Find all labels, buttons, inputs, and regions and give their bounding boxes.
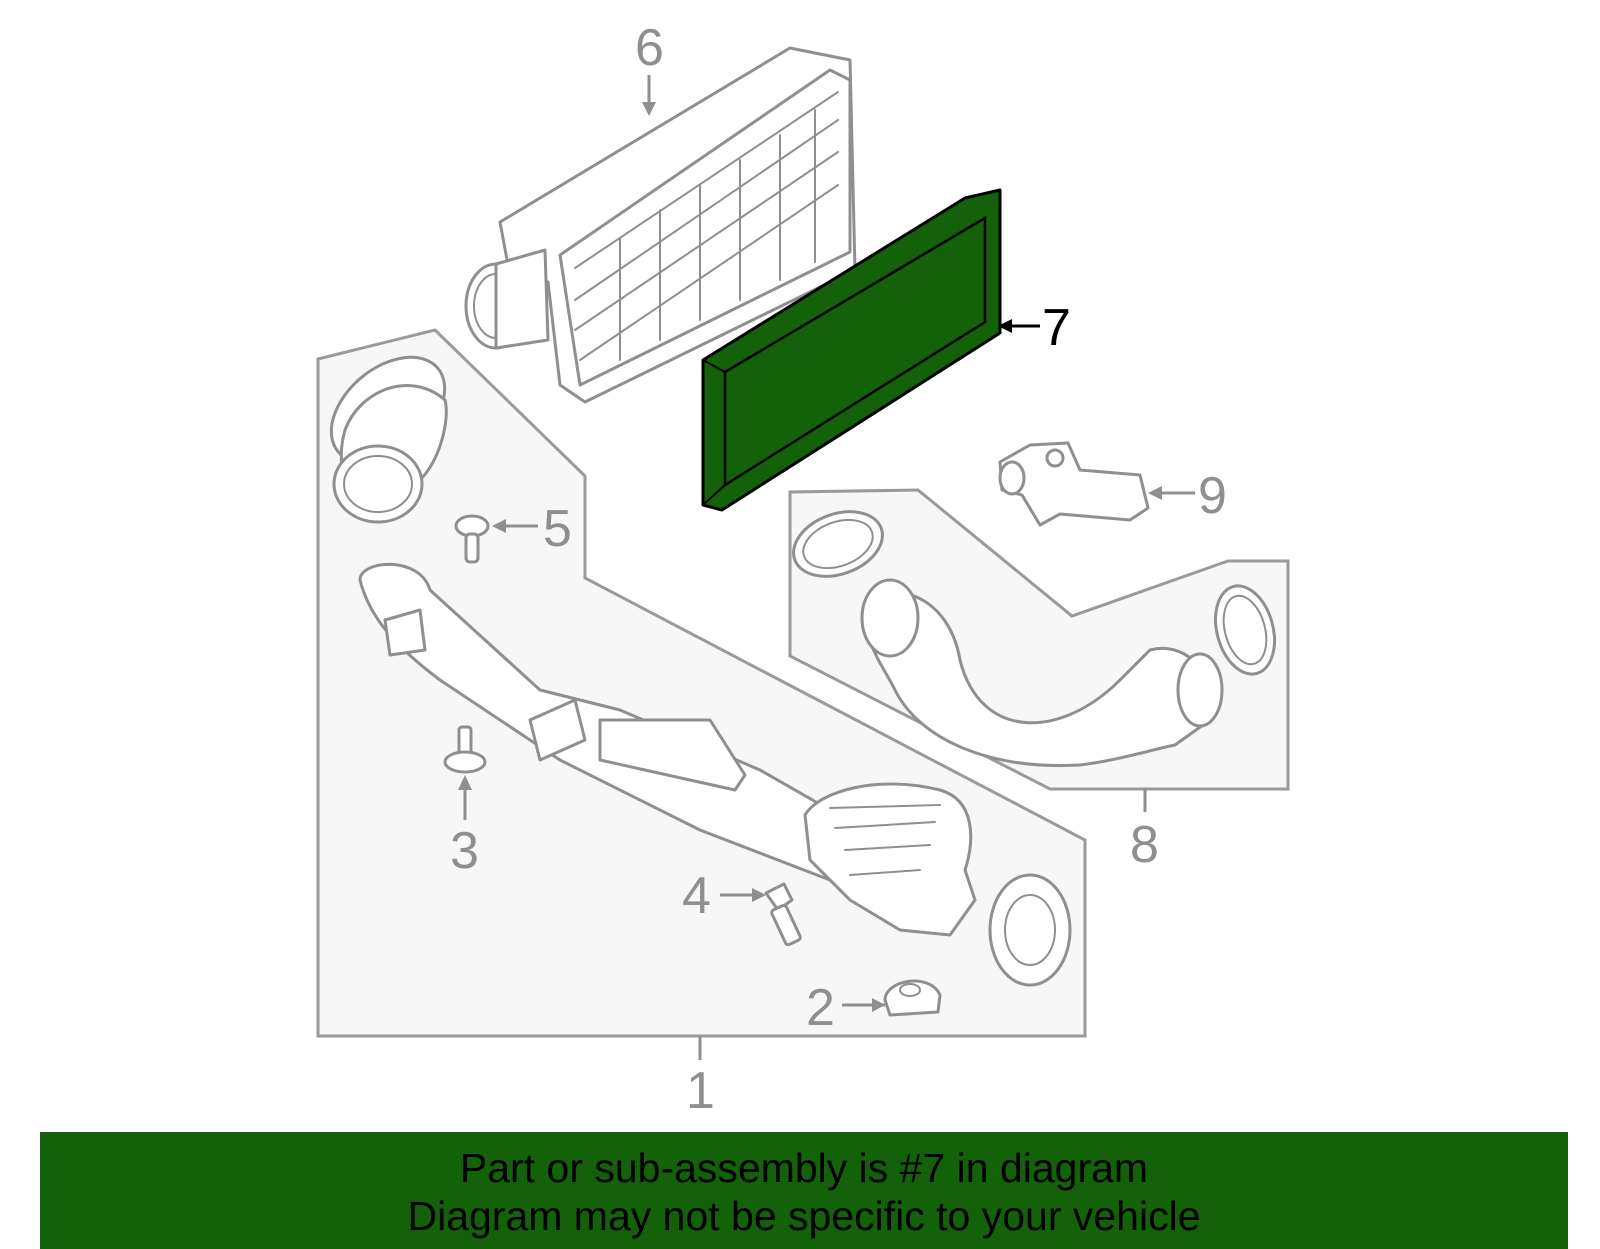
callout-4: 4 (682, 867, 711, 925)
bolt-part-4[interactable] (764, 882, 802, 947)
callout-7: 7 (1042, 299, 1071, 357)
banner-line-1: Part or sub-assembly is #7 in diagram (459, 1145, 1149, 1191)
air-filter-element-part-7[interactable] (701, 188, 1002, 512)
stud-part-3[interactable] (443, 725, 487, 774)
callout-8: 8 (1130, 816, 1159, 874)
air-cleaner-housing-part-6[interactable] (464, 46, 857, 404)
mass-air-flow-sensor-part-9[interactable] (998, 441, 1150, 527)
callout-2: 2 (806, 979, 835, 1037)
callout-3: 3 (450, 822, 479, 880)
callout-5: 5 (543, 500, 572, 558)
grommet-part-2[interactable] (883, 979, 942, 1017)
callout-6: 6 (635, 19, 664, 77)
air-inlet-duct-part-1[interactable] (311, 336, 1072, 987)
banner-line-2: Diagram may not be specific to your vehi… (407, 1193, 1201, 1239)
info-banner: Part or sub-assembly is #7 in diagram Di… (40, 1132, 1568, 1249)
callout-9: 9 (1198, 467, 1227, 525)
push-pin-part-5[interactable] (454, 514, 490, 564)
callout-1: 1 (686, 1062, 715, 1120)
air-outlet-hose-part-8[interactable] (785, 500, 1284, 768)
